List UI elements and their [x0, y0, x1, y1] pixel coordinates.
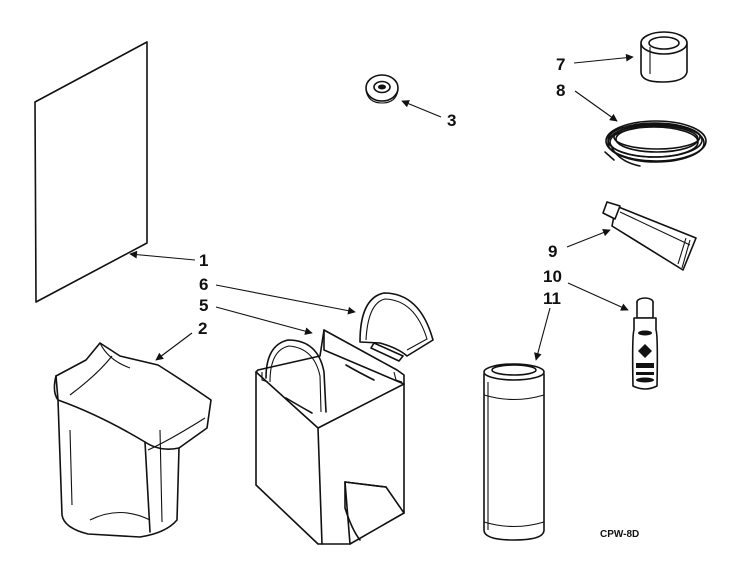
part-3-grommet: [365, 74, 399, 104]
callout-1: 1: [199, 251, 208, 270]
leader-10: [567, 282, 629, 311]
leader-8: [574, 90, 618, 122]
leader-2: [155, 332, 193, 361]
part-7-roll: [640, 31, 688, 83]
callout-7: 7: [556, 55, 565, 74]
part-2-bag: [53, 342, 212, 538]
leader-1: [129, 250, 196, 261]
part-6-ring: [359, 292, 434, 362]
callout-2: 2: [198, 319, 207, 338]
callout-9: 9: [548, 242, 557, 261]
leader-lines: [129, 53, 634, 361]
leader-5: [215, 306, 313, 335]
callout-5: 5: [199, 296, 208, 315]
leader-6: [215, 284, 356, 315]
drawing-code: CPW-8D: [600, 529, 639, 540]
part-10-spray-bottle: [631, 297, 659, 390]
part-5-holder: [255, 329, 405, 545]
callout-11: 11: [543, 289, 561, 308]
callout-3: 3: [447, 111, 456, 130]
leader-9: [566, 228, 611, 248]
callout-8: 8: [556, 81, 565, 100]
leader-11: [534, 307, 551, 361]
part-9-tube: [602, 201, 697, 271]
callout-10: 10: [543, 267, 562, 286]
part-11-aerosol-can: [483, 363, 545, 541]
callout-labels: 1 2 3 6 5 7 8 9 10 11: [198, 55, 565, 338]
leader-3: [401, 100, 442, 118]
callout-6: 6: [199, 275, 208, 294]
part-8-coil: [604, 120, 707, 167]
part-1-sheet: [34, 41, 148, 303]
leader-7: [573, 53, 634, 64]
